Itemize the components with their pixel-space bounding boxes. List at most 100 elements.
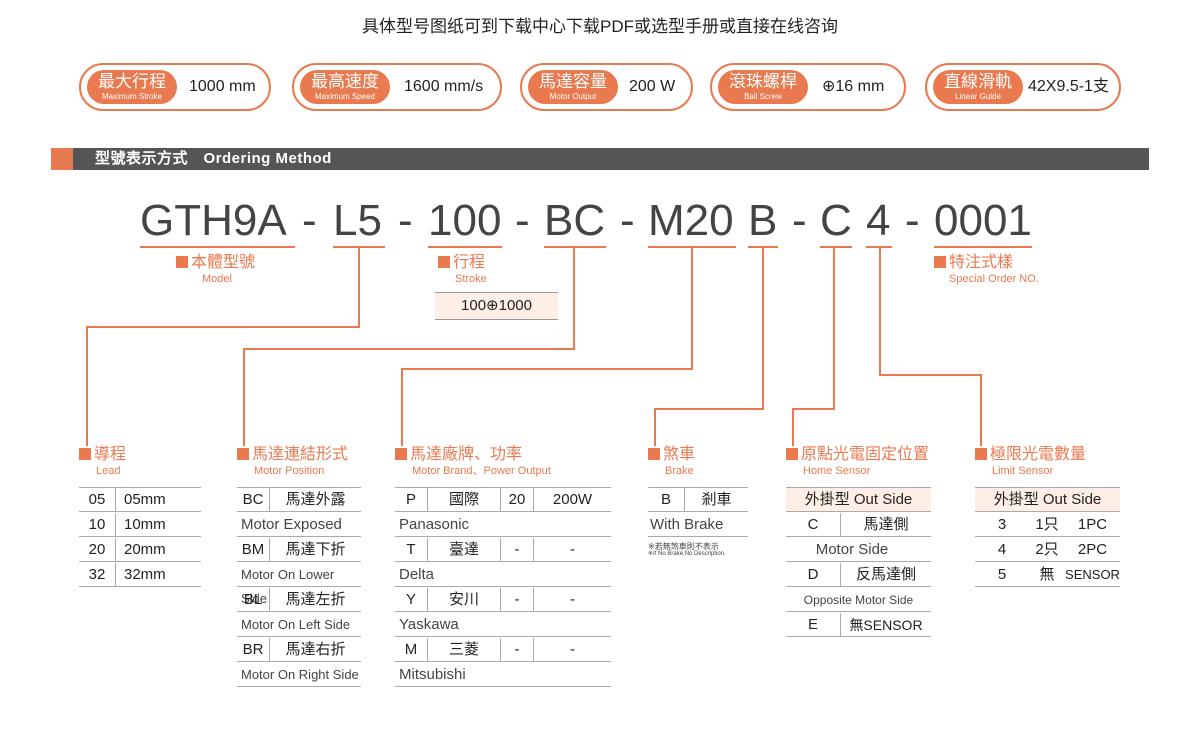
code-underline (428, 246, 502, 248)
table-row: T 臺達 - - (395, 538, 611, 562)
spec-tag: 最高速度 Maximum Speed (300, 70, 390, 104)
connector-line (86, 326, 88, 446)
label-lead-zh: 導程 (94, 446, 127, 463)
code-underline (648, 246, 736, 248)
code-dash: - (302, 196, 317, 245)
label-stroke-en: Stroke (455, 273, 487, 285)
connector-line (691, 248, 693, 370)
table-row: Motor Side (786, 538, 931, 562)
top-note: 具体型号图纸可到下载中心下载PDF或选型手册或直接在线咨询 (362, 17, 838, 36)
power-code: - (514, 641, 520, 658)
home-code: C (807, 516, 819, 533)
lead-code: 32 (88, 566, 106, 583)
table-header: 外掛型 Out Side (975, 488, 1120, 512)
connector-line (654, 408, 764, 410)
spec-linear-guide: 直線滑軌 Linear Guide 42X9.5-1支 (925, 63, 1121, 111)
motor-pos-zh: 馬達左折 (285, 591, 346, 608)
spec-tag: 最大行程 Maximum Stroke (87, 70, 177, 104)
home-sensor-table: 外掛型 Out Side C 馬達側 Motor Side D 反馬達側 Opp… (786, 487, 931, 638)
table-row: BR 馬達右折 (237, 638, 361, 662)
label-model-zh: 本體型號 (191, 254, 256, 271)
brand-en: Yaskawa (399, 616, 459, 633)
label-model-en: Model (202, 273, 232, 285)
lead-value: 32mm (124, 566, 166, 583)
brand-code: T (406, 541, 416, 558)
code-underline (140, 246, 295, 248)
connector-line (792, 408, 794, 446)
limit-code: 5 (997, 566, 1007, 583)
table-row: Opposite Motor Side (786, 588, 931, 612)
motor-pos-en: Motor On Lower Side (241, 567, 335, 606)
brake-zh: 剎車 (701, 491, 732, 508)
motor-pos-en: Motor Exposed (241, 516, 342, 533)
connector-line (573, 248, 575, 350)
lead-table: 05 05mm 10 10mm 20 20mm 32 32mm (79, 487, 201, 588)
spec-ball-screw: 滾珠螺桿 Ball Screw ⊕16 mm (710, 63, 906, 111)
label-stroke-zh: 行程 (453, 254, 486, 271)
code-dash: - (620, 196, 635, 245)
spec-label-en: Motor Output (549, 92, 597, 101)
code-dash: - (515, 196, 530, 245)
table-row: Panasonic (395, 513, 611, 537)
home-code: E (807, 616, 818, 633)
section-bar-accent (51, 148, 73, 170)
brand-en: Panasonic (399, 516, 470, 533)
home-zh: 馬達側 (863, 516, 909, 533)
spec-label-zh: 最大行程 (98, 72, 166, 91)
table-row: Motor Exposed (237, 513, 361, 537)
spec-label-en: Maximum Stroke (101, 92, 162, 101)
brand-code: P (405, 491, 416, 508)
limit-zh: 2只 (1035, 541, 1059, 558)
connector-line (792, 408, 835, 410)
table-row: 32 32mm (79, 563, 201, 587)
lead-code: 10 (88, 516, 106, 533)
label-motor-position: 馬達連結形式 Motor Position (237, 446, 348, 478)
table-row: C 馬達側 (786, 513, 931, 537)
label-motor-position-en: Motor Position (254, 465, 325, 477)
table-row: BL 馬達左折 (237, 588, 361, 612)
table-row: With Brake (648, 513, 748, 537)
limit-en: 1PC (1077, 516, 1108, 533)
code-dash: - (905, 196, 920, 245)
label-brake-zh: 煞車 (663, 446, 696, 463)
lead-code: 20 (88, 541, 106, 558)
table-row: 5 無 SENSOR (975, 563, 1120, 587)
spec-motor-output: 馬達容量 Motor Output 200 W (520, 63, 693, 111)
table-row: 10 10mm (79, 513, 201, 537)
connector-line (762, 248, 764, 410)
lead-value: 10mm (124, 516, 166, 533)
code-underline (820, 246, 852, 248)
table-row: 4 2只 2PC (975, 538, 1120, 562)
connector-line (401, 368, 693, 370)
motor-pos-code: BM (241, 541, 265, 558)
label-brake-en: Brake (665, 465, 694, 477)
table-row: BC 馬達外露 (237, 488, 361, 512)
brand-zh: 臺達 (448, 541, 479, 558)
limit-en: 2PC (1077, 541, 1108, 558)
code-brand: BC (544, 196, 606, 245)
limit-code: 3 (997, 516, 1007, 533)
code-underline (748, 246, 778, 248)
label-lead: 導程 Lead (79, 446, 126, 478)
motor-pos-code: BC (242, 491, 264, 508)
label-limit-sensor-zh: 極限光電數量 (990, 446, 1087, 463)
code-special: 0001 (934, 196, 1032, 245)
table-row: E 無SENSOR (786, 613, 931, 637)
limit-zh: 1只 (1035, 516, 1059, 533)
table-row: 3 1只 1PC (975, 513, 1120, 537)
table-row: Motor On Left Side (237, 613, 361, 637)
brake-en: With Brake (650, 516, 724, 533)
brake-code: B (660, 491, 671, 508)
connector-line (358, 248, 360, 328)
table-row: M 三菱 - - (395, 638, 611, 662)
label-motor-brand-en: Motor Brand、Power Output (412, 465, 551, 477)
motor-pos-code: BR (242, 641, 264, 658)
home-zh: 反馬達側 (855, 566, 916, 583)
table-row: Motor On Right Side (237, 663, 361, 687)
spec-label-en: Ball Screw (744, 92, 782, 101)
spec-max-speed: 最高速度 Maximum Speed 1600 mm/s (292, 63, 502, 111)
label-stroke: 行程 Stroke (438, 254, 487, 286)
home-en: Motor Side (815, 541, 889, 558)
code-model: GTH9A (140, 196, 287, 245)
label-motor-position-zh: 馬達連結形式 (252, 446, 349, 463)
